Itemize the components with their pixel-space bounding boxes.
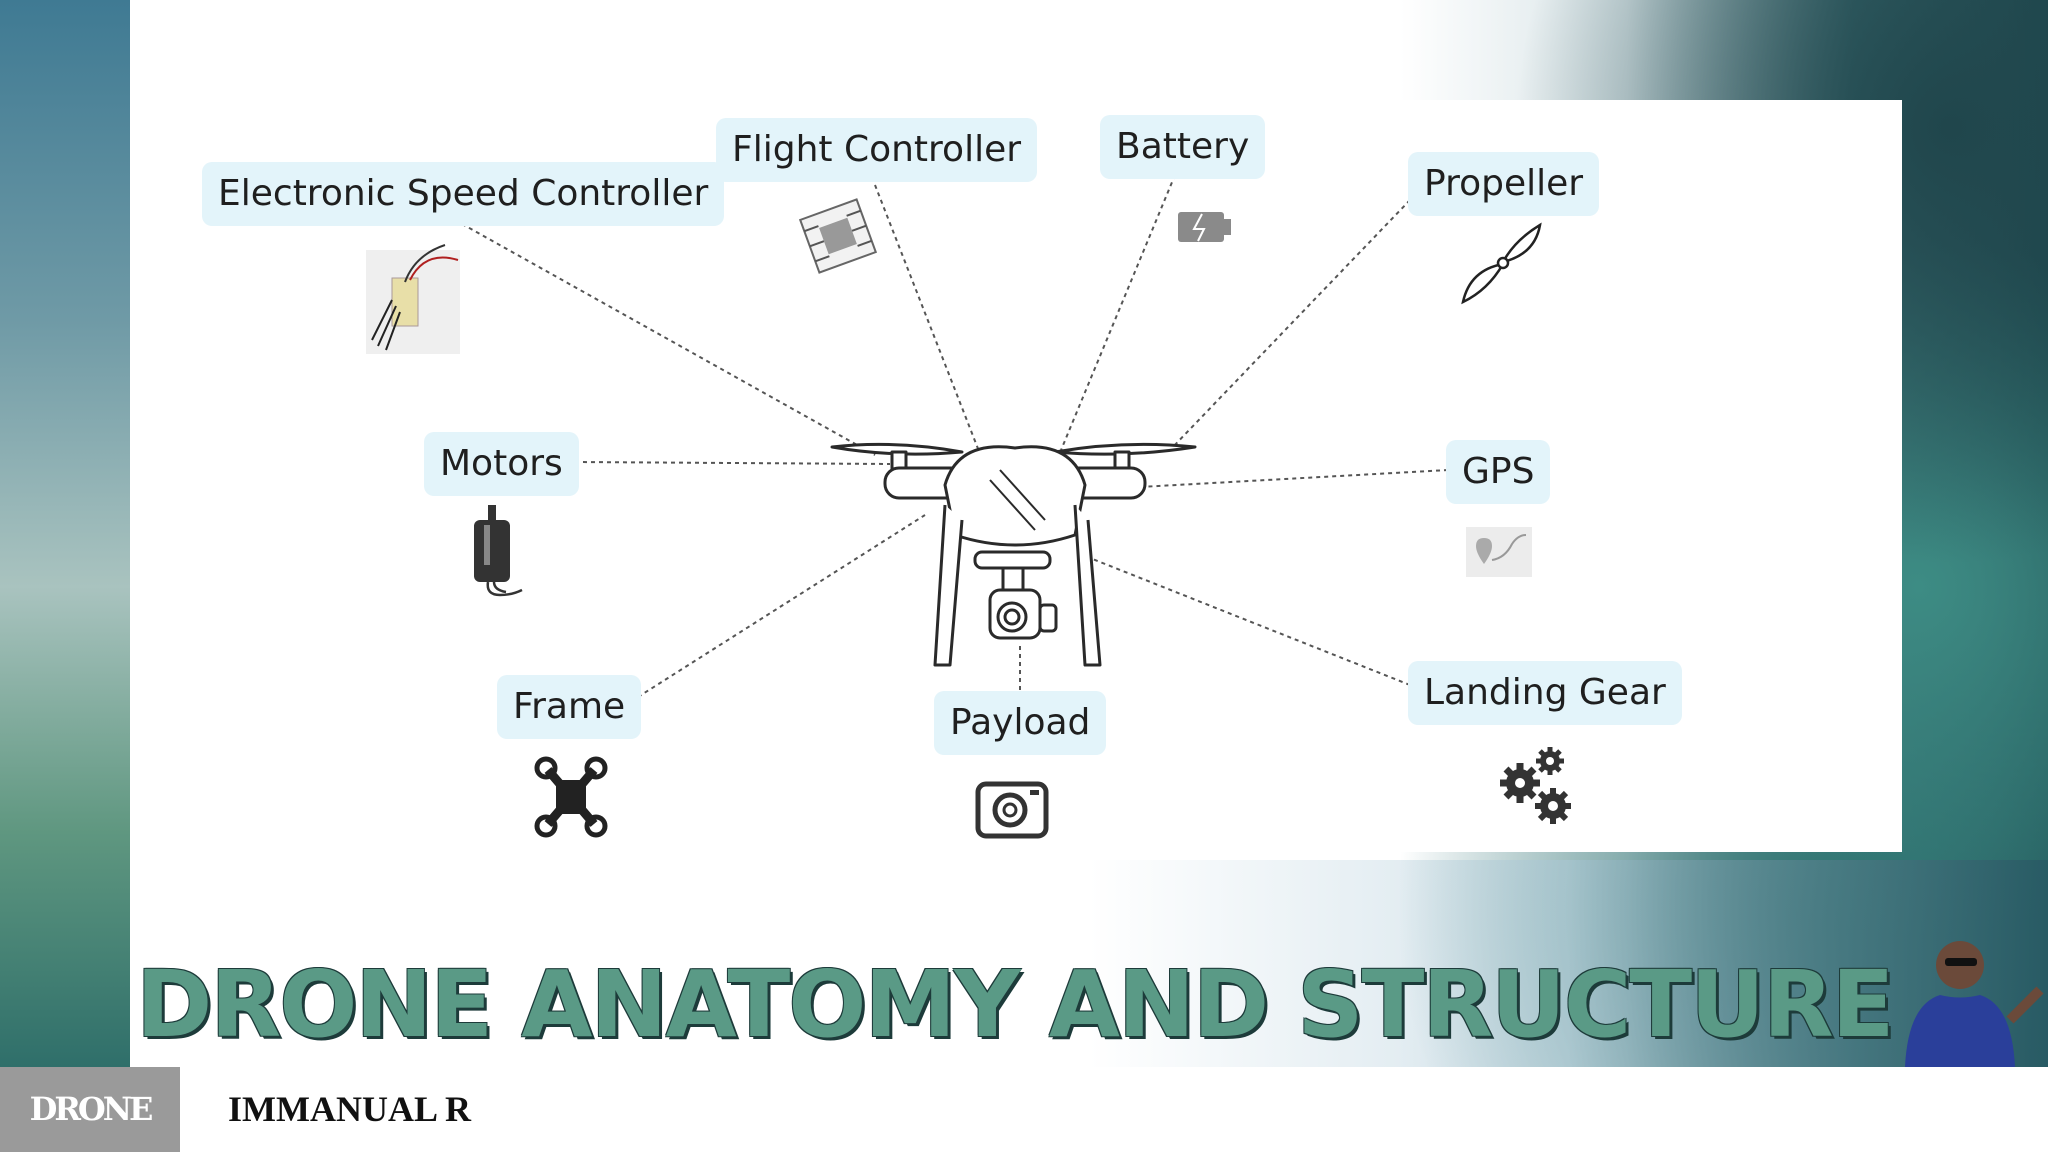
left-decor-strip	[0, 0, 130, 1067]
connector-esc	[454, 219, 876, 456]
presenter-name: IMMANUAL R	[228, 1089, 471, 1129]
channel-logo: DRONE	[0, 1067, 180, 1152]
label-gps: GPS	[1446, 440, 1551, 504]
battery-icon	[1178, 212, 1231, 242]
circuit-board-icon	[798, 198, 878, 274]
connector-gps	[1139, 469, 1449, 488]
connector-frame	[637, 514, 926, 698]
slide-title: DRONE ANATOMY AND STRUCTURE	[136, 951, 1895, 1058]
label-propeller: Propeller	[1408, 152, 1600, 216]
label-battery: Battery	[1100, 115, 1266, 179]
presenter-photo	[1905, 941, 2044, 1067]
camera-icon	[975, 781, 1049, 839]
connector-propeller	[1169, 199, 1411, 451]
label-frame: Frame	[497, 675, 642, 739]
label-payload: Payload	[934, 691, 1107, 755]
gears-icon	[1500, 747, 1571, 824]
map-pin-icon	[1466, 527, 1532, 577]
propeller-icon	[1461, 222, 1542, 305]
drone-icon	[830, 442, 1197, 667]
label-landing-gear: Landing Gear	[1408, 661, 1682, 725]
connector-landing-gear	[1089, 557, 1411, 686]
connector-flight-controller	[874, 184, 1001, 506]
quad-frame-icon	[534, 756, 608, 838]
background-bottom-band	[130, 860, 2048, 1067]
label-esc: Electronic Speed Controller	[202, 162, 725, 226]
connector-motors	[574, 461, 891, 465]
motor-icon	[474, 505, 523, 597]
esc-board-icon	[366, 244, 460, 354]
footer-bar	[0, 1067, 2048, 1152]
label-flight-controller: Flight Controller	[716, 118, 1038, 182]
label-motors: Motors	[424, 432, 579, 496]
